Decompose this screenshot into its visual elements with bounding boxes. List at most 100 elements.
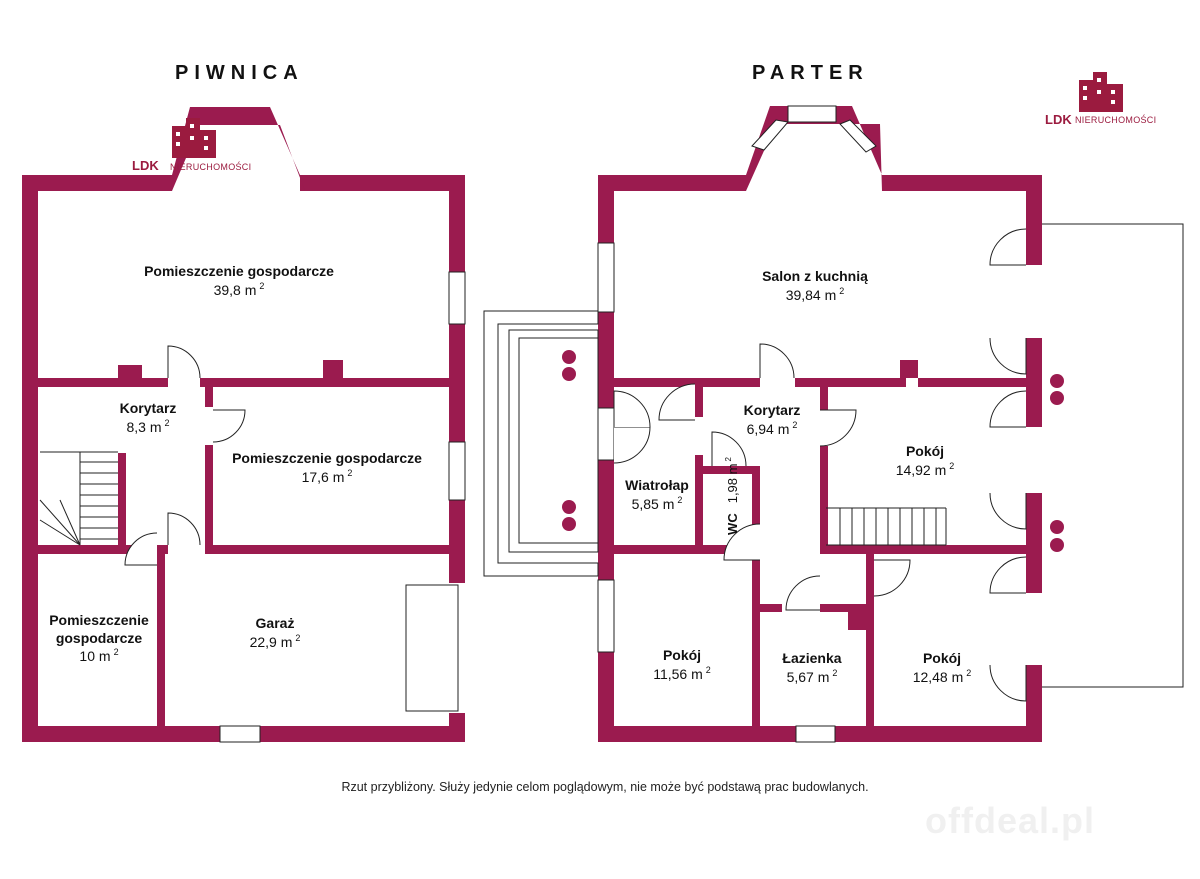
door-swing — [819, 409, 857, 447]
wc-label: WC1,98 m2 — [724, 457, 740, 535]
terrace-outline — [518, 337, 599, 544]
wall-segment — [1026, 665, 1042, 742]
wall-segment — [918, 378, 1026, 387]
watermark: offdeal.pl — [925, 800, 1095, 841]
wall-segment — [157, 554, 165, 726]
building-logo-icon — [172, 118, 216, 158]
door-swing — [658, 383, 696, 421]
column-dot — [1050, 391, 1064, 405]
wall-segment — [598, 460, 614, 580]
wall-segment — [598, 175, 746, 191]
wall-segment — [300, 175, 465, 191]
column-dot — [1050, 538, 1064, 552]
door-swing — [989, 390, 1027, 428]
wall-segment — [820, 387, 828, 410]
wall-segment — [205, 387, 213, 407]
wall-segment — [118, 365, 142, 378]
door-swing — [989, 664, 1027, 702]
column-dot — [562, 500, 576, 514]
wall-segment — [22, 175, 38, 742]
wall-segment — [205, 545, 449, 554]
window — [448, 441, 466, 501]
column-dot — [1050, 374, 1064, 388]
terrace-outline — [508, 329, 599, 553]
wall-segment — [598, 175, 614, 243]
window — [448, 271, 466, 325]
wall-segment — [820, 446, 828, 546]
wall-segment — [614, 545, 754, 554]
wall-segment — [449, 713, 465, 742]
door-swing — [989, 228, 1027, 266]
wall-segment — [882, 175, 1042, 191]
wall-segment — [752, 466, 760, 548]
stair-step — [39, 499, 81, 546]
disclaimer-text: Rzut przybliżony. Służy jedynie celom po… — [341, 780, 869, 794]
wall-segment — [835, 726, 1042, 742]
column-dot — [562, 517, 576, 531]
wall-segment — [795, 378, 906, 387]
wall-segment — [598, 652, 614, 742]
wall-segment — [614, 378, 760, 387]
door-swing — [989, 492, 1027, 530]
wall-segment — [752, 604, 782, 612]
column-dot — [562, 350, 576, 364]
window — [795, 725, 836, 743]
door-swing — [711, 431, 747, 467]
wall-segment — [323, 360, 343, 378]
terrace-outline — [483, 310, 599, 577]
wall-segment — [703, 466, 753, 474]
logo-sub: NIERUCHOMOŚCI — [170, 162, 252, 172]
wall-segment — [1026, 385, 1042, 427]
wall-segment — [118, 453, 126, 545]
logo-brand: LDK — [132, 158, 159, 173]
wall-segment — [820, 604, 874, 612]
stair-step — [39, 519, 81, 546]
window — [597, 579, 615, 653]
wall-segment — [820, 545, 1026, 554]
door-swing — [613, 426, 651, 464]
door-swing — [785, 575, 821, 611]
wall-segment — [1026, 493, 1042, 593]
basement-title: PIWNICA — [175, 62, 304, 84]
column-dot — [1050, 520, 1064, 534]
logo-sub: NIERUCHOMOŚCI — [1075, 115, 1157, 125]
window — [405, 584, 459, 712]
wall-segment — [695, 455, 703, 548]
wall-segment — [866, 554, 874, 726]
wall-segment — [38, 378, 168, 387]
building-logo-icon — [1079, 72, 1123, 112]
door-swing — [167, 345, 201, 379]
door-swing — [989, 556, 1027, 594]
door-swing — [613, 390, 651, 428]
wall-segment — [848, 612, 866, 630]
door-swing — [212, 409, 246, 443]
wall-segment — [900, 360, 918, 378]
wall-segment — [695, 387, 703, 417]
logo-brand: LDK — [1045, 112, 1072, 127]
door-swing — [167, 512, 201, 546]
door-swing — [759, 343, 795, 379]
window — [787, 105, 837, 123]
column-dot — [562, 367, 576, 381]
wall-segment — [598, 726, 796, 742]
ground-floor-title: PARTER — [752, 62, 869, 84]
door-swing — [989, 337, 1027, 375]
wall-segment — [205, 445, 213, 545]
wall-segment — [1026, 338, 1042, 386]
door-swing — [723, 523, 761, 561]
wall-segment — [449, 175, 465, 583]
window — [839, 119, 877, 153]
stair-step — [59, 499, 81, 546]
wall-segment — [598, 312, 614, 408]
wall-segment — [1026, 175, 1042, 265]
wall-segment — [200, 378, 450, 387]
wall-segment — [38, 545, 168, 554]
